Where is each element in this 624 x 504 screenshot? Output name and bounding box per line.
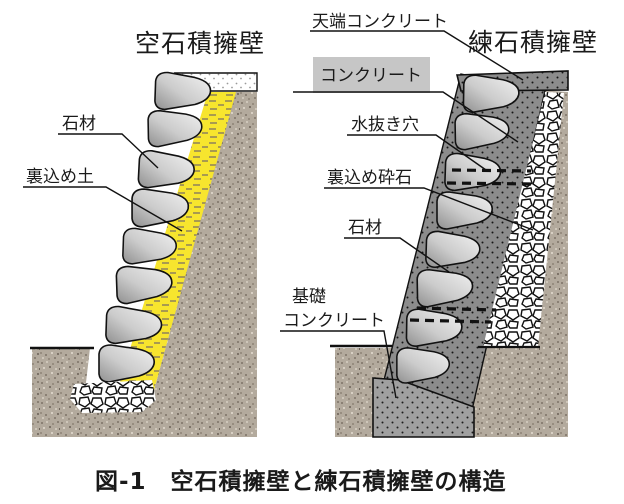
right-diagram-mortared-stone-wall: 練石積擁壁 天端コンクリート コンクリート 水抜き穴 裏込め砕石 石材 基: [280, 12, 598, 438]
backfill-crushed-stone-label-group: 裏込め砕石: [324, 167, 534, 231]
drain-hole-dashes: [409, 168, 534, 324]
right-wall-title: 練石積擁壁: [468, 28, 598, 57]
left-soil-region: [32, 92, 257, 437]
crushed-stone-backfill-region: [483, 92, 564, 347]
backfill-soil-label: 裏込め土: [26, 166, 94, 187]
stone-label-left-group: 石材: [58, 114, 159, 169]
stone-label-right: 石材: [348, 218, 382, 238]
drain-hole-label-group: 水抜き穴: [347, 115, 487, 171]
backfill-soil-label-group: 裏込め土: [23, 166, 183, 232]
foundation-concrete-label-group: 基礎 コンクリート: [280, 287, 397, 399]
crown-concrete-label: 天端コンクリート: [312, 12, 448, 32]
left-diagram-dry-stone-wall: 空石積擁壁 石材 裏込め土: [23, 29, 265, 437]
foundation-concrete-block: [372, 377, 475, 438]
stone-label-right-group: 石材: [344, 218, 450, 273]
concrete-label: コンクリート: [320, 66, 422, 86]
left-footing-rubble: [70, 380, 156, 413]
foundation-label-line2: コンクリート: [283, 311, 385, 331]
left-wall-title: 空石積擁壁: [135, 29, 265, 58]
concrete-label-box: [313, 57, 430, 93]
figure-caption: 図-1 空石積擁壁と練石積擁壁の構造: [95, 468, 507, 495]
stone-label-left: 石材: [62, 114, 96, 134]
concrete-label-group: コンクリート: [293, 57, 519, 143]
backfill-crushed-stone-label: 裏込め砕石: [327, 167, 412, 188]
foundation-label-line1: 基礎: [292, 287, 326, 307]
drain-hole-label: 水抜き穴: [351, 115, 419, 135]
crown-concrete-label-group: 天端コンクリート: [310, 12, 524, 81]
